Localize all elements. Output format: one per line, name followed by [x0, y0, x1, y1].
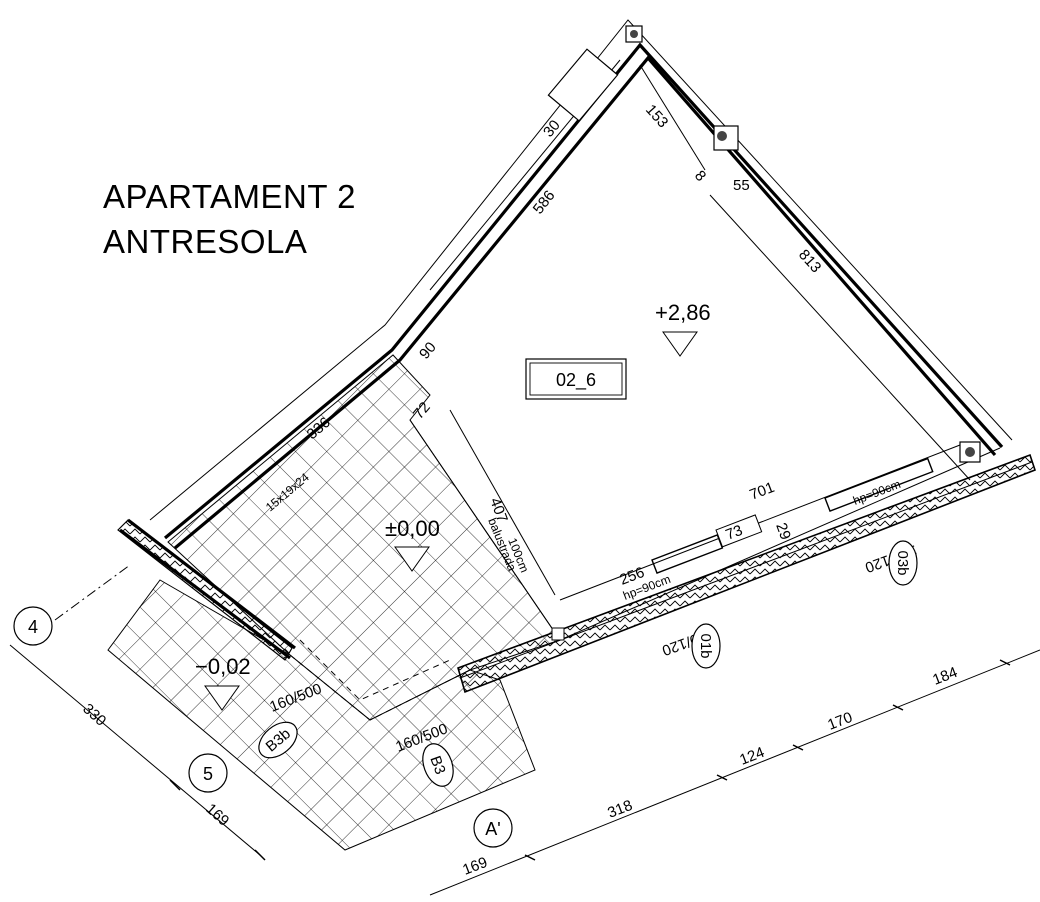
dim-184: 184: [930, 664, 959, 689]
room-tag-frame: [525, 358, 627, 400]
level-terrace-marker: [204, 685, 240, 711]
left-facade: [117, 519, 293, 661]
south-facade-inner: [459, 461, 1033, 679]
dim-169-bottom: 169: [460, 854, 489, 879]
window-03b-bubble: [888, 540, 918, 586]
chimney-side-flue: [717, 131, 727, 141]
axis-5-label: 5: [203, 764, 213, 784]
axis-4-bubble: [13, 606, 53, 646]
dim-line-813: [709, 194, 971, 481]
level-mezzanine-marker: [662, 331, 698, 357]
level-terrace: −0,02: [195, 654, 251, 679]
wall-inner-north-west: [173, 55, 997, 550]
dim-73: 73: [723, 522, 745, 544]
dim-124: 124: [737, 744, 766, 769]
window-01b-label: 01b: [697, 633, 714, 658]
dim-330: 330: [79, 700, 109, 729]
dim-318: 318: [605, 797, 634, 822]
axis-a-bubble: [473, 808, 513, 848]
axis-4-label: 4: [28, 617, 38, 637]
door-b3-bubble: [422, 743, 454, 787]
dim-8: 8: [691, 167, 709, 185]
dim-153: 153: [642, 101, 671, 131]
level-lower: ±0,00: [385, 516, 440, 541]
dim-169-left: 169: [202, 800, 232, 829]
stair-edge: [289, 654, 471, 721]
dim-line-330: [9, 644, 261, 856]
plan-subtitle: ANTRESOLA: [103, 223, 307, 260]
window-03b-label: 03b: [894, 550, 911, 575]
radiator: [715, 514, 763, 548]
dim-90: 90: [416, 339, 440, 363]
south-facade: [457, 453, 1036, 694]
dim-813: 813: [795, 246, 824, 276]
dim-line-701: [559, 444, 961, 601]
plan-title: APARTAMENT 2: [103, 178, 356, 215]
room-tag-inner: [529, 362, 623, 396]
dim-29: 29: [772, 521, 794, 542]
dim-55: 55: [733, 177, 750, 194]
dim-line-bottom: [429, 649, 1040, 896]
axis-5-bubble: [188, 753, 228, 793]
dim-701: 701: [747, 479, 776, 504]
dim-586: 586: [530, 187, 559, 217]
chimney-top-flue: [630, 30, 638, 38]
dim-170: 170: [825, 709, 854, 734]
axis-a-label: A': [485, 819, 500, 839]
level-lower-marker: [394, 546, 430, 572]
dimension-ticks: [169, 659, 1011, 861]
door-b3-label: B3: [426, 754, 448, 777]
dim-line-407: [449, 409, 556, 596]
wall-outer-line: [149, 19, 1013, 521]
chimney-corner-flue: [965, 447, 975, 457]
wall-north-west: [163, 42, 1004, 540]
chimney-side: [713, 125, 739, 151]
floor-drain: [551, 627, 565, 641]
door-b3b-bubble: [258, 721, 298, 759]
level-mezzanine: +2,86: [655, 300, 711, 325]
window-03b: [824, 457, 934, 512]
ventilation-shaft: [547, 48, 619, 122]
axis-4-leader: [54, 564, 131, 621]
room-tag: 02_6: [556, 370, 596, 391]
dim-line-153: [639, 64, 706, 171]
window-01b: [651, 534, 724, 574]
window-01b-bubble: [691, 623, 721, 669]
dim-30: 30: [540, 117, 564, 141]
